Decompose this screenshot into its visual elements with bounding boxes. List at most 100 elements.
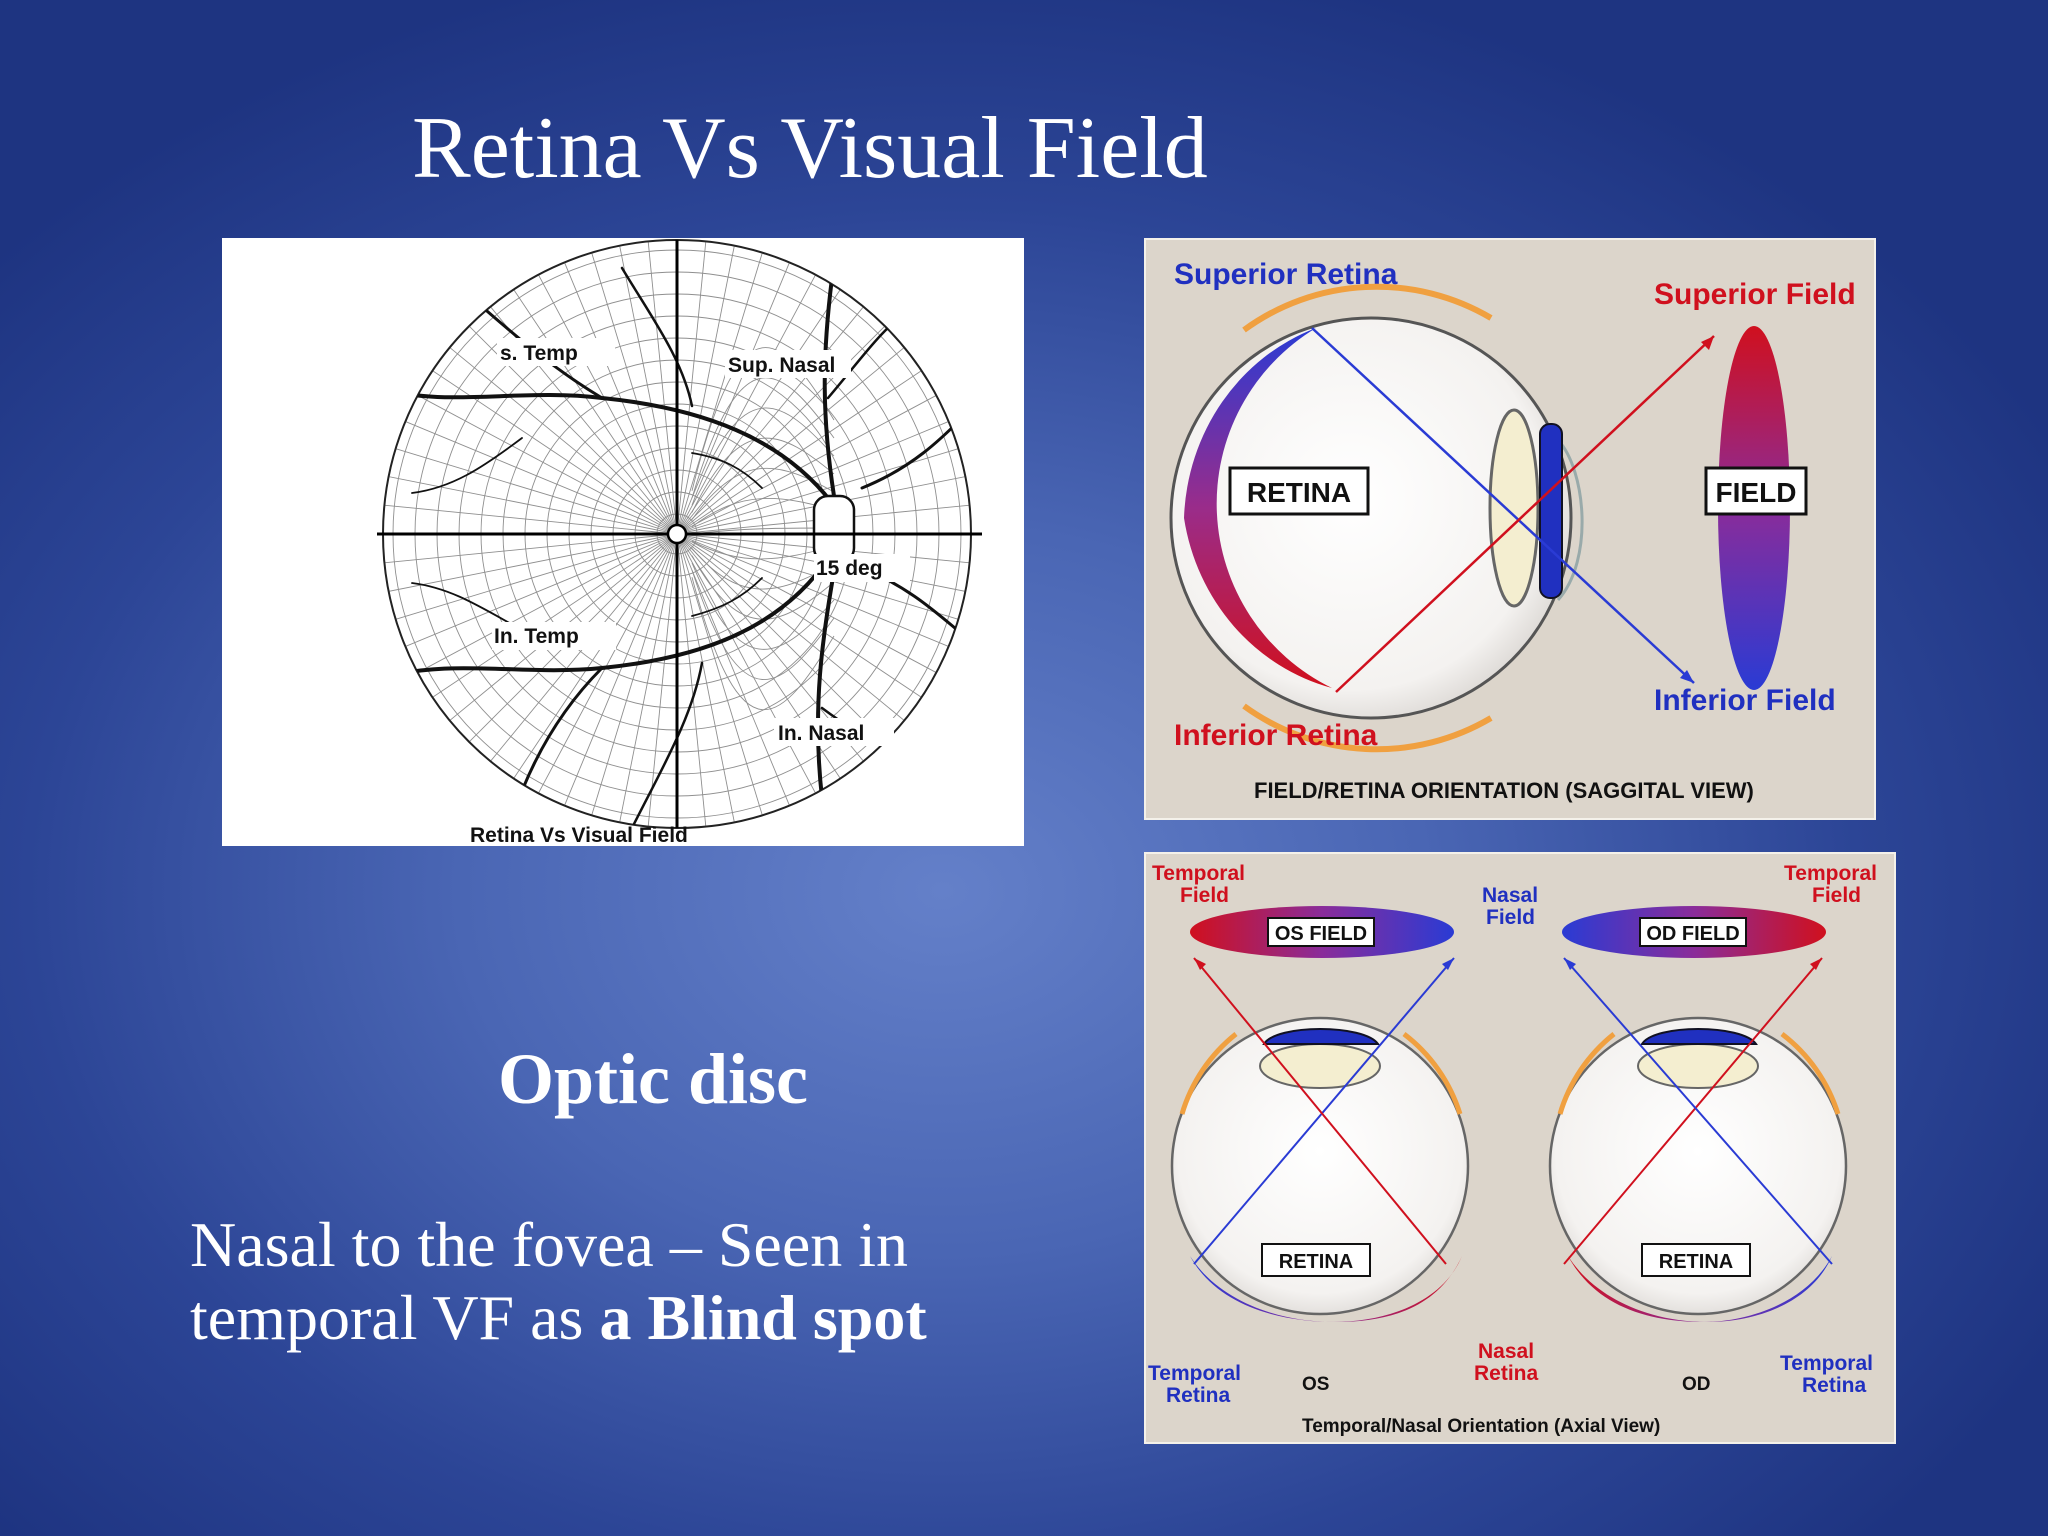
ray-inferior-retina [1335, 335, 1715, 693]
nerve-fiber-line [676, 392, 942, 535]
axial-caption: Temporal/Nasal Orientation (Axial View) [1302, 1416, 1660, 1437]
nerve-fiber-line [647, 240, 678, 535]
label-inferior-field: Inferior Field [1654, 684, 1836, 717]
nerve-fiber-line [383, 533, 678, 593]
label-inferior-temporal: In. Temp [494, 625, 579, 648]
label-inferior-retina: Inferior Retina [1174, 719, 1378, 752]
label-inferior-nasal: In. Nasal [778, 722, 864, 745]
nerve-fiber-line [676, 343, 910, 535]
label-temporal-retina-left-1: Temporal [1148, 1362, 1241, 1385]
nerve-fiber-line [676, 246, 765, 535]
fundus-diagram: s. Temp Sup. Nasal In. Temp In. Nasal 15… [377, 239, 982, 846]
label-temporal-field-left-1: Temporal [1152, 862, 1245, 885]
nerve-fiber-line [676, 301, 868, 535]
nerve-fiber-line [412, 392, 678, 535]
axial-diagram: Temporal Field Nasal Field Temporal Fiel… [1148, 862, 1877, 1437]
sclera-arc-top [1242, 283, 1493, 333]
nerve-fiber-line [676, 418, 955, 535]
retina-box [1228, 466, 1370, 516]
ray-superior-retina [1311, 327, 1695, 684]
nerve-fiber-line [561, 256, 678, 535]
nerve-fiber-line [676, 533, 955, 650]
label-temporal-field-right-2: Field [1812, 884, 1861, 907]
fundus-caption: Retina Vs Visual Field [470, 824, 688, 846]
sagittal-caption: FIELD/RETINA ORIENTATION (SAGGITAL VIEW) [1254, 778, 1754, 803]
label-superior-field: Superior Field [1654, 278, 1856, 311]
nerve-fiber-line [676, 533, 736, 828]
nerve-fiber-line [383, 533, 678, 564]
label-superior-temporal: s. Temp [500, 342, 578, 365]
nerve-fiber-line [589, 246, 678, 535]
nerve-fiber-line [676, 284, 845, 535]
label-nasal-field-1: Nasal [1482, 884, 1538, 907]
body-line-1: Nasal to the fovea – Seen in [190, 1209, 908, 1280]
nerve-fiber-line [618, 533, 678, 828]
arcuate-fiber [691, 407, 835, 506]
label-temporal-field-right-1: Temporal [1784, 862, 1877, 885]
nerve-fiber-line [676, 533, 927, 702]
nerve-fiber-line [383, 504, 678, 535]
iris [1539, 423, 1563, 599]
cornea [1556, 438, 1584, 602]
os-label: OS [1302, 1374, 1329, 1395]
nerve-fiber-line [389, 533, 678, 622]
arcuate-fiber [691, 569, 835, 680]
left-eye-os: RETINA [1170, 957, 1470, 1322]
nerve-fiber-line [399, 533, 678, 650]
fundus-diagram-panel: s. Temp Sup. Nasal In. Temp In. Nasal 15… [222, 238, 1024, 846]
nerve-fiber-line [676, 533, 890, 747]
nerve-fiber-line [676, 533, 707, 828]
label-temporal-retina-right-1: Temporal [1780, 1352, 1873, 1375]
subheading-optic-disc: Optic disc [498, 1039, 809, 1119]
field-box-label: FIELD [1716, 477, 1797, 508]
body-line-2-prefix: temporal VF as [190, 1282, 600, 1353]
os-field-label: OS FIELD [1275, 923, 1367, 945]
arcuate-fiber [691, 577, 835, 711]
right-eye-od: RETINA [1548, 957, 1848, 1322]
axial-diagram-panel: Temporal Field Nasal Field Temporal Fiel… [1144, 852, 1896, 1444]
nerve-fiber-line [676, 269, 819, 535]
retina-crescent [1184, 328, 1332, 688]
arcuate-fiber [691, 437, 835, 513]
nerve-fiber-line [676, 256, 793, 535]
nerve-fiber-line [509, 284, 678, 535]
optic-disc [812, 494, 856, 564]
nerve-fiber-line [676, 321, 890, 535]
sclera-arc-bottom [1242, 703, 1493, 753]
nerve-fiber-line [383, 475, 678, 535]
sagittal-diagram: Superior Retina Superior Field RETINA FI… [1169, 258, 1856, 803]
nerve-fiber-line [509, 533, 678, 784]
body-line-2-bold: a Blind spot [599, 1282, 927, 1353]
od-field-label: OD FIELD [1646, 923, 1739, 945]
label-15-deg: 15 deg [816, 557, 883, 580]
retina-box-label: RETINA [1247, 477, 1351, 508]
nerve-fiber-line [589, 533, 678, 822]
nerve-fiber-line [647, 533, 678, 828]
label-superior-nasal: Sup. Nasal [728, 354, 835, 377]
label-nasal-retina-2: Retina [1474, 1362, 1539, 1385]
nerve-fiber-line [618, 240, 678, 535]
nerve-fiber-line [676, 366, 927, 535]
nerve-fiber-line [389, 446, 678, 535]
retina-right-label: RETINA [1659, 1251, 1733, 1273]
slide-title: Retina Vs Visual Field [412, 100, 1208, 197]
nerve-fiber-line [535, 269, 678, 535]
label-nasal-retina-1: Nasal [1478, 1340, 1534, 1363]
arcuate-fiber [691, 562, 835, 650]
nerve-fiber-line [399, 418, 678, 535]
nerve-fiber-line [412, 533, 678, 676]
retina-left-label: RETINA [1279, 1251, 1353, 1273]
sagittal-diagram-panel: Superior Retina Superior Field RETINA FI… [1144, 238, 1876, 820]
label-temporal-retina-right-2: Retina [1802, 1374, 1867, 1397]
field-box [1704, 466, 1808, 516]
nerve-fiber-line [676, 533, 819, 799]
eyeball [1169, 316, 1573, 720]
nerve-fiber-line [676, 533, 765, 822]
label-nasal-field-2: Field [1486, 906, 1535, 929]
arcuate-fiber [691, 347, 835, 491]
nerve-fiber-line [427, 533, 678, 702]
nerve-fiber-line [676, 533, 942, 676]
lens [1488, 408, 1540, 608]
label-temporal-retina-left-2: Retina [1166, 1384, 1231, 1407]
nerve-fiber-line [561, 533, 678, 812]
